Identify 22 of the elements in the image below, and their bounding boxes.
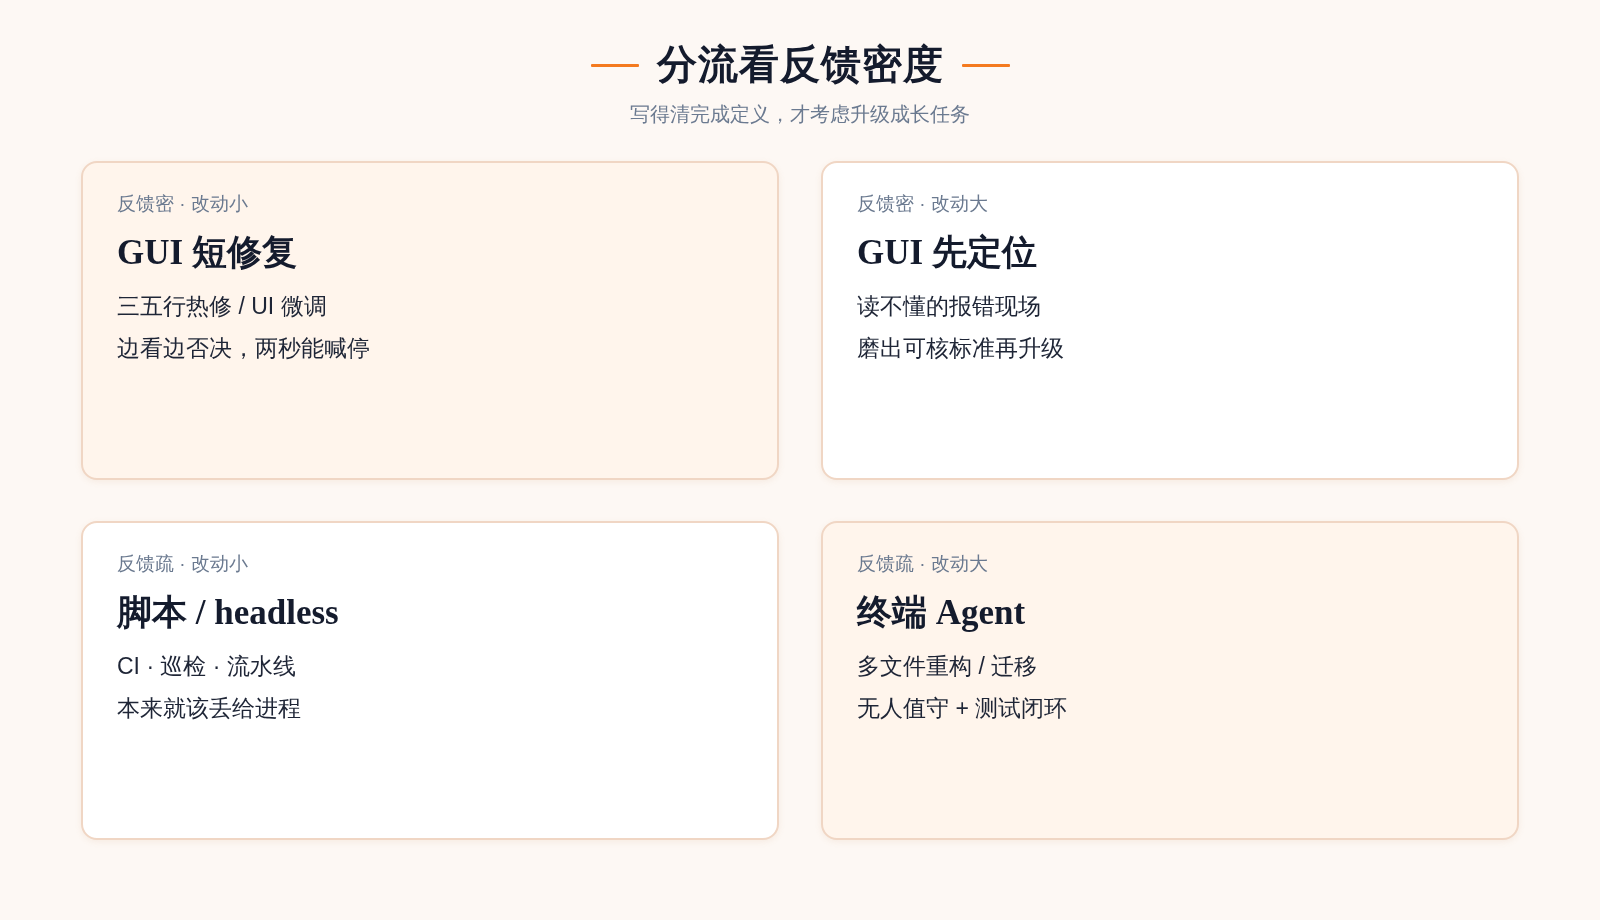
- card-text: 本来就该丢给进程: [117, 694, 301, 723]
- category-tag: 反馈密 · 改动大: [857, 189, 988, 219]
- title: 分流看反馈密度: [656, 41, 944, 89]
- card: [821, 521, 1519, 840]
- card-heading: GUI 先定位: [857, 232, 1037, 274]
- card-text: 多文件重构 / 迁移: [857, 652, 1038, 681]
- card: [81, 521, 779, 840]
- card-heading: GUI 短修复: [117, 232, 297, 274]
- card-text: 三五行热修 / UI 微调: [117, 292, 327, 321]
- category-tag: 反馈疏 · 改动小: [117, 549, 248, 579]
- card: [81, 161, 779, 480]
- card-text: 边看边否决，两秒能喊停: [117, 334, 370, 363]
- card-heading: 脚本 / headless: [117, 592, 339, 634]
- card-text: 无人值守 + 测试闭环: [857, 694, 1068, 723]
- card-text: CI · 巡检 · 流水线: [117, 652, 296, 681]
- subtitle: 写得清完成定义，才考虑升级成长任务: [630, 102, 970, 127]
- card: [821, 161, 1519, 480]
- card-heading: 终端 Agent: [857, 592, 1026, 634]
- category-tag: 反馈疏 · 改动大: [857, 549, 988, 579]
- card-text: 磨出可核标准再升级: [857, 334, 1064, 363]
- card-text: 读不懂的报错现场: [857, 292, 1041, 321]
- category-tag: 反馈密 · 改动小: [117, 189, 248, 219]
